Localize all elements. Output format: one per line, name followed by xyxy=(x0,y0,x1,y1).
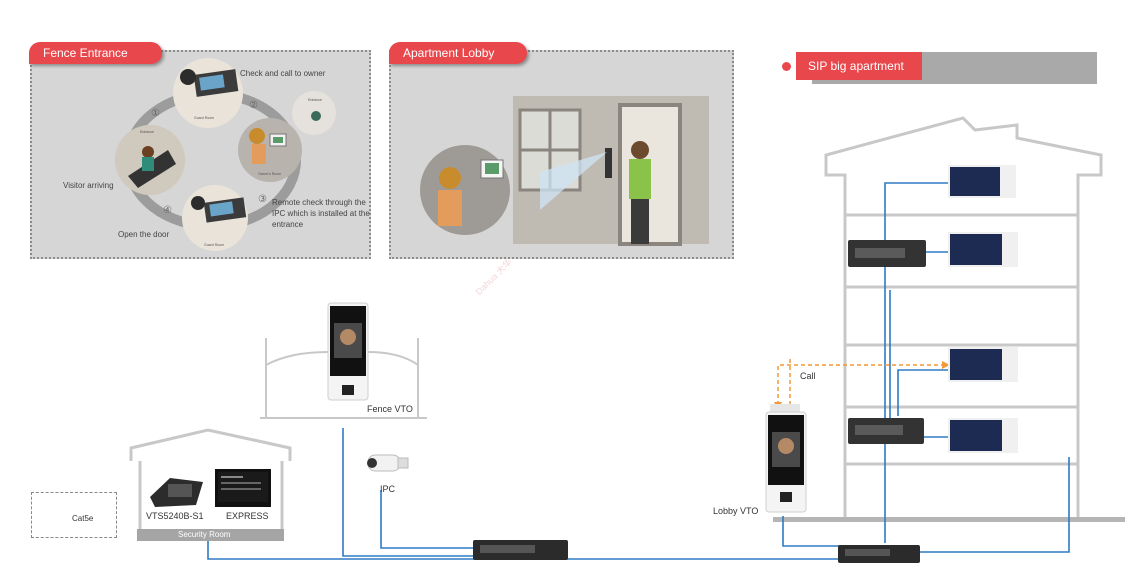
apartment-lobby-title: Apartment Lobby xyxy=(389,42,527,64)
fence-vto-label: Fence VTO xyxy=(367,404,413,414)
indoor-monitor-1 xyxy=(948,165,1016,198)
room-label-entrance-2: Entrance xyxy=(308,98,323,102)
legend-label: Cat5e xyxy=(72,514,94,523)
step-1-number: ① xyxy=(151,108,160,119)
ipc-label: IPC xyxy=(380,484,396,494)
ipc-camera xyxy=(367,454,409,472)
step-3-number: ③ xyxy=(258,194,267,205)
switch-lobby xyxy=(838,545,920,563)
fence-gate xyxy=(260,338,427,419)
room-label-owner: Owner's Room xyxy=(258,172,282,176)
sip-bullet xyxy=(782,62,791,71)
step-2-text: Check and call to owner xyxy=(240,69,326,78)
fence-entrance-title: Fence Entrance xyxy=(29,42,162,64)
indoor-monitor-2 xyxy=(948,232,1018,267)
step-3-text: Remote check through the IPC which is in… xyxy=(272,198,370,229)
indoor-monitor-4 xyxy=(948,418,1018,453)
fence-vto-device xyxy=(327,302,369,401)
switch-floor-lower xyxy=(848,418,924,444)
legend-box: Cat5e xyxy=(31,492,117,538)
cat5e-cables xyxy=(207,182,1070,560)
sip-title: SIP big apartment xyxy=(796,52,922,80)
security-room-base xyxy=(137,529,284,541)
indoor-monitor-3 xyxy=(948,347,1018,382)
apartment-building xyxy=(824,116,1103,522)
step-1-text: Visitor arriving xyxy=(63,181,114,190)
vts-label: VTS5240B-S1 xyxy=(146,511,204,521)
lobby-vto-device xyxy=(765,404,807,513)
room-label-guard-2: Guard Room xyxy=(204,243,225,247)
switch-main xyxy=(473,540,568,560)
call-label: Call xyxy=(800,371,816,381)
vts-master-station xyxy=(150,478,203,507)
ground-line xyxy=(773,517,1125,522)
lobby-vto-label: Lobby VTO xyxy=(713,506,759,516)
step-4-text: Open the door xyxy=(118,230,170,239)
security-room-house xyxy=(129,428,292,530)
switch-floor-upper xyxy=(848,240,926,267)
express-label: EXPRESS xyxy=(226,511,269,521)
room-label-entrance-1: Entrance xyxy=(140,130,155,134)
express-computer xyxy=(215,469,271,507)
call-arrows xyxy=(777,358,942,405)
security-room-label: Security Room xyxy=(178,530,231,539)
room-label-guard-1: Guard Room xyxy=(194,116,215,120)
step-2-number: ② xyxy=(249,100,258,111)
step-4-number: ④ xyxy=(163,205,172,216)
